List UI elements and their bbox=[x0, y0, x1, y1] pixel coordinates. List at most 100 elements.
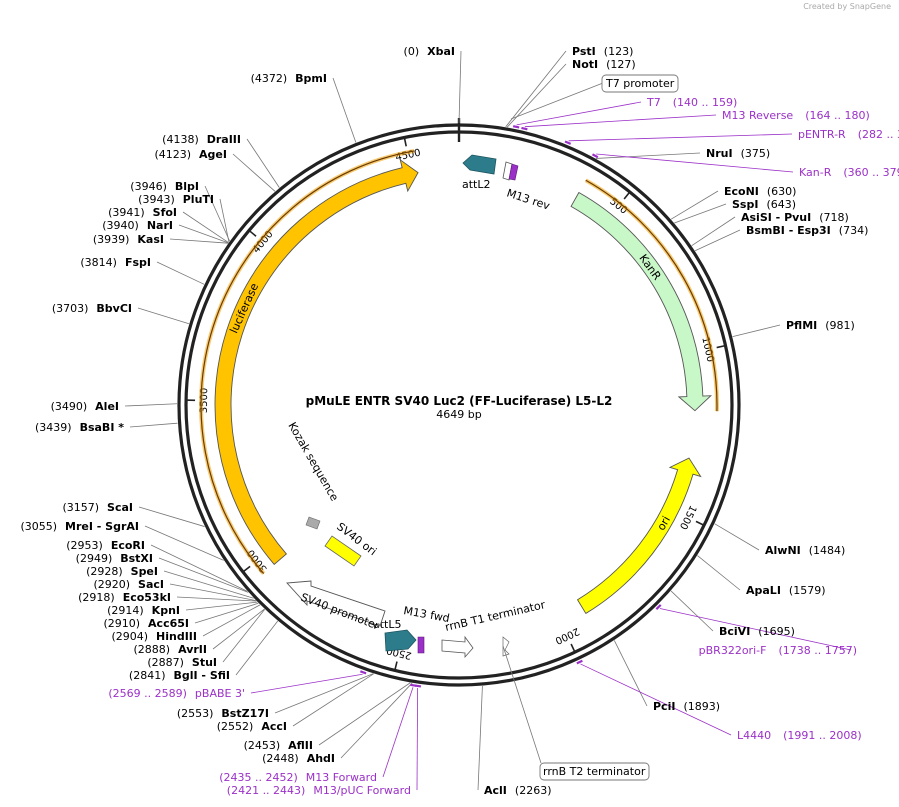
site-position: (2887) bbox=[147, 656, 184, 669]
site-name: SacI bbox=[138, 578, 164, 591]
site-name: AgeI bbox=[199, 148, 227, 161]
site-position: (3055) bbox=[20, 520, 57, 533]
site-position: (3490) bbox=[51, 400, 88, 413]
primer-label: L4440(1991 .. 2008) bbox=[737, 729, 862, 742]
snapgene-credit: Created by SnapGene bbox=[803, 2, 891, 11]
site-label: PflMI(981) bbox=[786, 319, 855, 332]
site-name: AclI bbox=[484, 784, 507, 797]
tick-mark bbox=[695, 520, 706, 527]
rrnB-T1-terminator-feature: rrnB T1 terminator bbox=[441, 598, 547, 659]
site-position: (2914) bbox=[107, 604, 144, 617]
site-leader bbox=[246, 138, 280, 188]
tick-mark bbox=[241, 565, 251, 574]
site-label: (2453)AflII bbox=[244, 739, 313, 752]
site-name: SpeI bbox=[131, 565, 158, 578]
site-leader bbox=[670, 590, 714, 632]
site-name: DraIII bbox=[207, 133, 241, 146]
attL2-label: attL2 bbox=[462, 178, 491, 191]
site-name: PflMI bbox=[786, 319, 817, 332]
site-position: (718) bbox=[819, 211, 849, 224]
site-position: (3941) bbox=[108, 206, 145, 219]
feature-outline-arcs bbox=[199, 148, 719, 575]
site-position: (4123) bbox=[154, 148, 191, 161]
site-position: (123) bbox=[604, 45, 634, 58]
site-leader bbox=[219, 198, 230, 243]
site-name: KpnI bbox=[152, 604, 180, 617]
site-leader bbox=[674, 203, 727, 224]
primer-name: pBABE 3' bbox=[195, 687, 245, 700]
tick-mark bbox=[570, 643, 577, 654]
site-leader bbox=[318, 682, 411, 746]
site-label: (3703)BbvCI bbox=[52, 302, 132, 315]
site-position: (2888) bbox=[134, 643, 171, 656]
site-position: (375) bbox=[741, 147, 771, 160]
site-position: (2920) bbox=[93, 578, 130, 591]
kozak-feature: Kozak sequence bbox=[285, 420, 341, 530]
site-position: (2904) bbox=[111, 630, 148, 643]
site-leader bbox=[150, 544, 248, 592]
site-leader bbox=[670, 190, 719, 220]
tick-mark bbox=[403, 136, 407, 147]
site-leader bbox=[138, 506, 205, 527]
site-position: (2453) bbox=[244, 739, 281, 752]
site-name: BstZ17I bbox=[221, 707, 269, 720]
primer-label: (2569 .. 2589) pBABE 3' bbox=[108, 687, 245, 700]
site-name: SfoI bbox=[153, 206, 177, 219]
primer-mark bbox=[521, 126, 528, 131]
primer-leader bbox=[416, 687, 418, 791]
primer-range: (164 .. 180) bbox=[805, 109, 870, 122]
site-leader bbox=[697, 555, 741, 591]
site-label: (4372)BpmI bbox=[251, 72, 327, 85]
site-leader bbox=[204, 185, 230, 242]
site-label: (3940)NarI bbox=[102, 219, 173, 232]
site-label: (2949)BstXI bbox=[76, 552, 153, 565]
site-label: (2928) SpeI bbox=[86, 565, 158, 578]
site-name: AsiSI - PvuI bbox=[741, 211, 811, 224]
primer-leader bbox=[516, 101, 642, 126]
primer-leader bbox=[580, 663, 732, 736]
site-label: AclI(2263) bbox=[484, 784, 551, 797]
site-leader bbox=[691, 216, 736, 247]
site-label: (3946) BlpI bbox=[130, 180, 199, 193]
site-label: (2914) KpnI bbox=[107, 604, 180, 617]
site-position: (643) bbox=[766, 198, 796, 211]
site-position: (2928) bbox=[86, 565, 123, 578]
site-label: PstI(123) bbox=[572, 45, 633, 58]
site-name: BlpI bbox=[175, 180, 199, 193]
primer-name: M13 Reverse bbox=[722, 109, 793, 122]
primer-label: (2421 .. 2443)M13/pUC Forward bbox=[227, 784, 411, 797]
site-leader bbox=[124, 403, 178, 407]
m13-rev-feature: M13 rev bbox=[502, 161, 552, 213]
primer-mark bbox=[359, 670, 367, 675]
site-leader bbox=[292, 673, 374, 727]
site-leader bbox=[732, 324, 781, 337]
primer-mark bbox=[576, 659, 583, 665]
site-leader bbox=[477, 686, 483, 791]
site-name: BpmI bbox=[295, 72, 327, 85]
site-position: (4138) bbox=[162, 133, 199, 146]
site-leader bbox=[169, 238, 229, 244]
sv40-promoter-feature: SV40 promoter bbox=[286, 580, 386, 633]
site-label: (2953)EcoRI bbox=[66, 539, 145, 552]
site-name: NotI bbox=[572, 58, 598, 71]
orf-arc-line bbox=[585, 179, 718, 412]
site-name: BsmBI - Esp3I bbox=[746, 224, 831, 237]
site-position: (3946) bbox=[130, 180, 167, 193]
site-label: (2904)HindIII bbox=[111, 630, 197, 643]
site-label: EcoNI(630) bbox=[724, 185, 796, 198]
site-leader bbox=[274, 673, 374, 714]
primer-range: (1991 .. 2008) bbox=[783, 729, 862, 742]
primer-label: Kan-R(360 .. 379) bbox=[799, 166, 899, 179]
site-position: (3157) bbox=[62, 501, 99, 514]
site-label: (2920) SacI bbox=[93, 578, 164, 591]
site-leader bbox=[222, 609, 265, 663]
site-name: BbvCI bbox=[96, 302, 132, 315]
site-label: (2552)AccI bbox=[217, 720, 287, 733]
primer-mark bbox=[591, 153, 599, 159]
site-name: MreI - SgrAI bbox=[65, 520, 139, 533]
site-position: (2910) bbox=[103, 617, 140, 630]
primer-range: (2569 .. 2589) bbox=[108, 687, 187, 700]
site-leader bbox=[169, 583, 256, 601]
primer-name: M13/pUC Forward bbox=[313, 784, 411, 797]
